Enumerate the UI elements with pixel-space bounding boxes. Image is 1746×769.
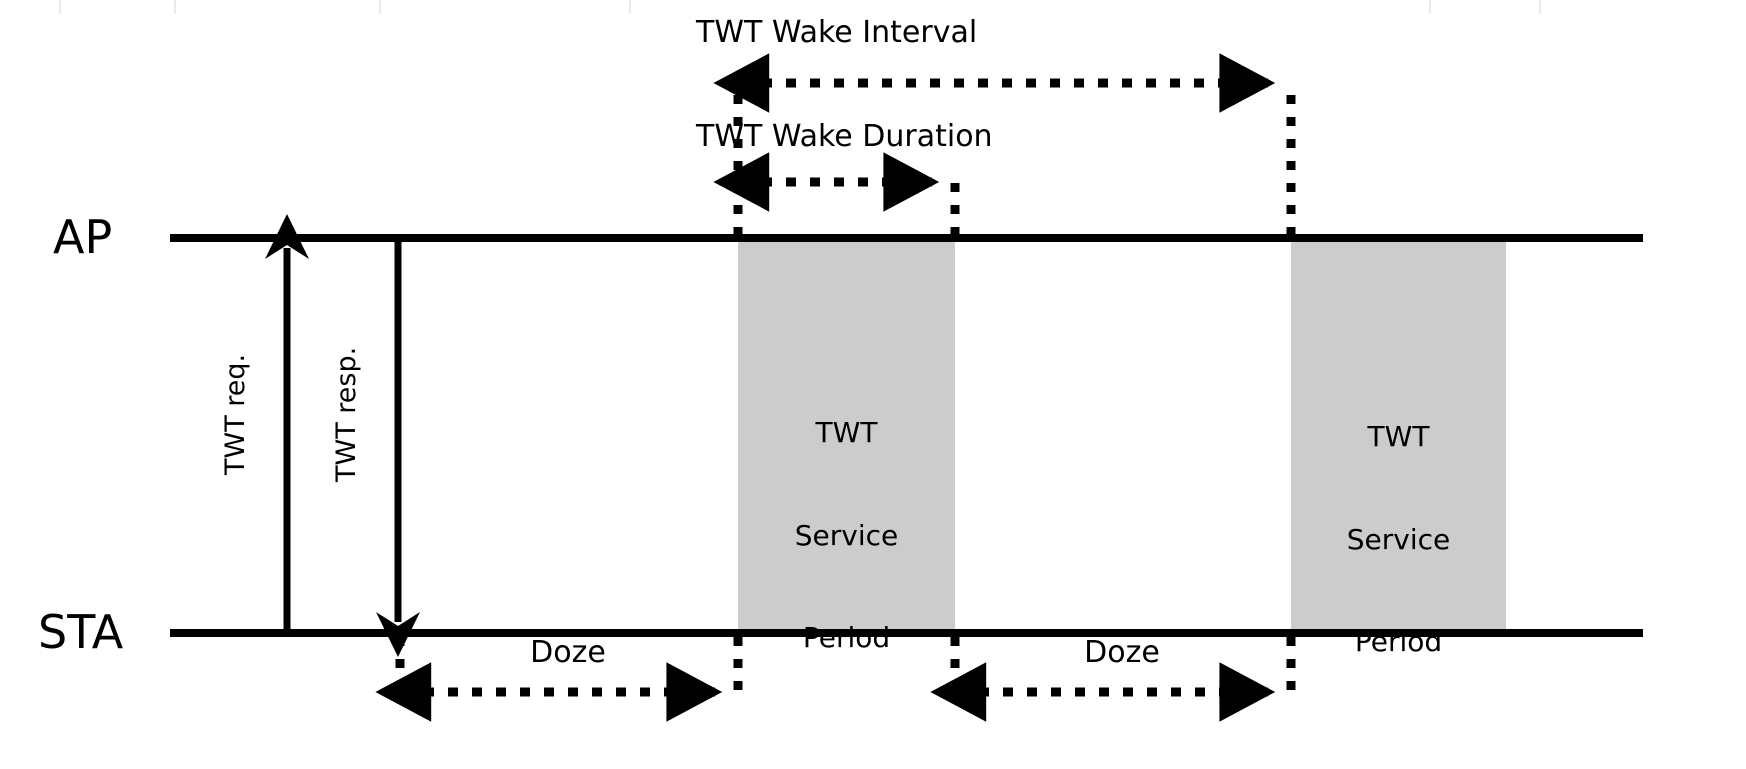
twt-req-arrow bbox=[265, 214, 309, 633]
doze-1-label: Doze bbox=[530, 635, 606, 670]
service-period-2-label: TWT Service Period bbox=[1291, 352, 1506, 728]
ap-timeline-label: AP bbox=[53, 210, 113, 264]
twt-wake-interval-dimension bbox=[733, 83, 1296, 236]
service-period-1-line-3: Period bbox=[802, 621, 891, 655]
doze-2-label: Doze bbox=[1084, 635, 1160, 670]
service-period-2-line-2: Service bbox=[1346, 522, 1451, 556]
service-period-1-label: TWT Service Period bbox=[738, 348, 955, 724]
service-period-1-line-2: Service bbox=[794, 518, 899, 552]
service-period-band-1 bbox=[738, 241, 955, 630]
twt-resp-label: TWT resp. bbox=[331, 346, 362, 482]
service-period-1-line-1: TWT bbox=[815, 416, 878, 450]
service-period-band-2 bbox=[1291, 241, 1506, 630]
service-period-2-line-3: Period bbox=[1354, 625, 1443, 659]
sta-timeline-label: STA bbox=[38, 605, 124, 659]
service-period-2-line-1: TWT bbox=[1367, 420, 1430, 454]
twt-resp-arrow bbox=[376, 238, 420, 657]
twt-wake-interval-label: TWT Wake Interval bbox=[696, 15, 978, 50]
twt-req-label: TWT req. bbox=[220, 353, 251, 475]
top-ruler-ticks bbox=[59, 0, 1541, 14]
twt-wake-duration-label: TWT Wake Duration bbox=[696, 119, 993, 154]
